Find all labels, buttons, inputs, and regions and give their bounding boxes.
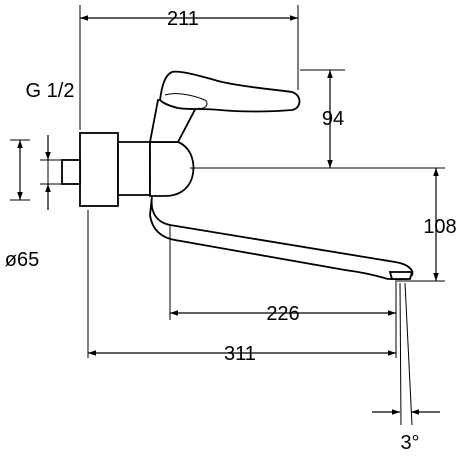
dimension-lines (17, 15, 440, 415)
label-211: 211 (167, 8, 199, 30)
inlet-stub (61, 159, 81, 185)
lever-detail (164, 93, 208, 109)
label-108: 108 (423, 216, 456, 238)
label-diameter: ø65 (5, 249, 39, 271)
cartridge-body (149, 141, 195, 197)
label-226: 226 (266, 303, 299, 325)
label-311: 311 (224, 343, 256, 365)
spout (149, 195, 414, 280)
label-thread: G 1/2 (26, 80, 75, 102)
extension-lines (10, 5, 445, 426)
lever-handle (159, 70, 301, 113)
body-neck (117, 141, 151, 196)
wall-flange (79, 132, 119, 207)
faucet-outline (61, 70, 414, 280)
aerator (388, 271, 414, 280)
label-angle: 3° (400, 432, 419, 454)
label-94: 94 (322, 108, 344, 130)
dimension-labels: 211 94 108 226 311 3° G 1/2 ø65 (5, 8, 457, 454)
